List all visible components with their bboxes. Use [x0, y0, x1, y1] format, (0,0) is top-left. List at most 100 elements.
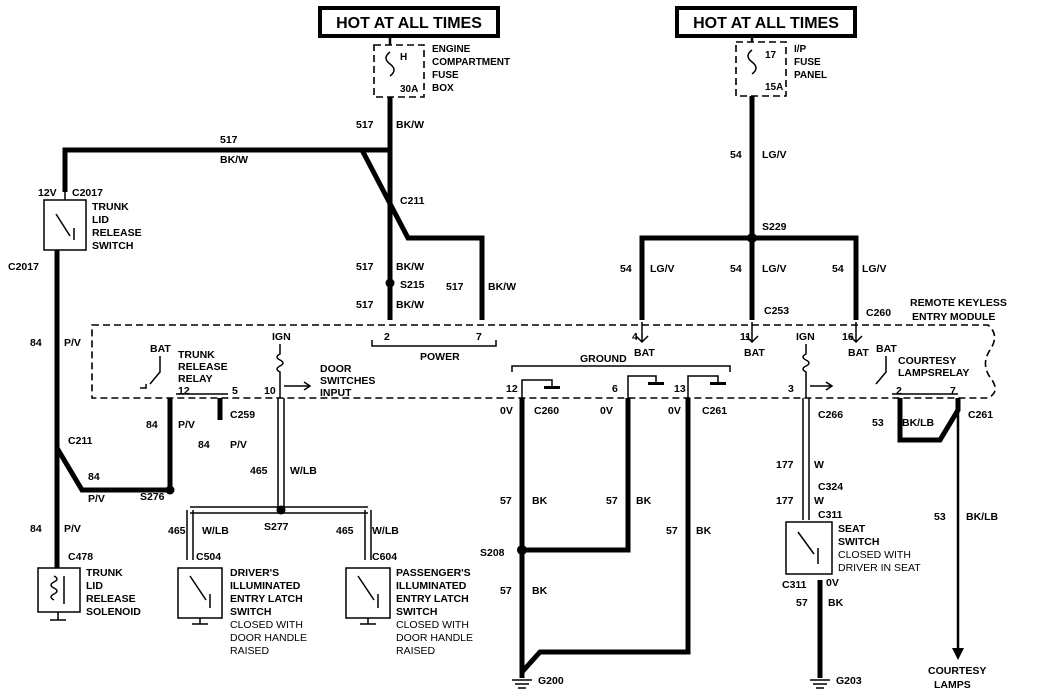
driver-latch-switch: C504 DRIVER'S ILLUMINATED ENTRY LATCH SW…	[177, 551, 307, 657]
svg-text:57: 57	[606, 495, 618, 507]
svg-text:HOT AT ALL TIMES: HOT AT ALL TIMES	[336, 15, 482, 32]
svg-text:ILLUMINATED: ILLUMINATED	[230, 580, 301, 592]
svg-text:517: 517	[220, 134, 238, 146]
svg-text:I/P: I/P	[794, 44, 807, 55]
svg-text:RAISED: RAISED	[230, 645, 270, 657]
svg-text:SWITCH: SWITCH	[396, 606, 437, 618]
svg-text:3: 3	[788, 383, 794, 395]
svg-text:17: 17	[765, 50, 777, 61]
svg-text:465: 465	[250, 465, 268, 477]
svg-text:W/LB: W/LB	[290, 465, 317, 477]
label-c259: C259	[230, 409, 255, 421]
svg-text:COURTESY: COURTESY	[898, 355, 956, 367]
svg-text:C311: C311	[782, 579, 807, 591]
svg-text:BK: BK	[532, 495, 548, 507]
svg-text:INPUT: INPUT	[320, 387, 352, 399]
svg-text:517: 517	[446, 281, 464, 293]
svg-text:CLOSED WITH: CLOSED WITH	[230, 619, 303, 631]
svg-text:0V: 0V	[500, 405, 513, 417]
label-s229: S229	[762, 221, 787, 233]
svg-text:G200: G200	[538, 675, 564, 687]
svg-text:LG/V: LG/V	[762, 263, 787, 275]
svg-text:BK: BK	[696, 525, 712, 537]
svg-text:0V: 0V	[600, 405, 613, 417]
wire-53-bklb: C261 53 BK/LB 53 BK/LB COURTESY LAMPS	[872, 398, 998, 691]
svg-text:13: 13	[674, 383, 686, 395]
svg-text:BAT: BAT	[848, 347, 869, 359]
svg-text:TRUNK: TRUNK	[178, 349, 215, 361]
svg-text:G203: G203	[836, 675, 862, 687]
svg-text:10: 10	[264, 385, 276, 397]
svg-text:LG/V: LG/V	[762, 149, 787, 161]
svg-text:SOLENOID: SOLENOID	[86, 606, 141, 618]
svg-text:ILLUMINATED: ILLUMINATED	[396, 580, 467, 592]
engine-fuse-box: H 30A ENGINE COMPARTMENT FUSE BOX	[373, 36, 510, 98]
svg-text:C260: C260	[534, 405, 559, 417]
wire-57-bk: 0V C260 0V 0V C261 57 BK 57 BK 57 BK 57 …	[500, 398, 727, 678]
svg-text:C478: C478	[68, 551, 93, 563]
svg-text:SWITCH: SWITCH	[838, 536, 879, 548]
svg-text:84: 84	[88, 471, 100, 483]
svg-text:C324: C324	[818, 481, 843, 493]
svg-text:BK: BK	[828, 597, 844, 609]
svg-text:517: 517	[356, 119, 374, 131]
svg-text:LAMPSRELAY: LAMPSRELAY	[898, 367, 969, 379]
svg-text:54: 54	[730, 149, 742, 161]
svg-text:4: 4	[632, 331, 638, 343]
svg-text:BAT: BAT	[876, 343, 897, 355]
svg-text:15A: 15A	[765, 82, 783, 93]
svg-text:LAMPS: LAMPS	[934, 679, 971, 691]
svg-text:BK/W: BK/W	[220, 154, 248, 166]
svg-text:P/V: P/V	[64, 337, 81, 349]
wire-54-lgv: 54 LG/V 54 LG/V 54 LG/V 54 LG/V	[620, 96, 887, 320]
svg-text:DRIVER'S: DRIVER'S	[230, 567, 279, 579]
svg-text:LID: LID	[92, 214, 109, 226]
svg-text:P/V: P/V	[88, 493, 105, 505]
label-s208: S208	[480, 547, 505, 559]
svg-text:SWITCHES: SWITCHES	[320, 375, 375, 387]
svg-text:54: 54	[620, 263, 632, 275]
label-c211: C211	[400, 195, 425, 207]
svg-text:RELEASE: RELEASE	[178, 361, 228, 373]
svg-text:BK/W: BK/W	[396, 299, 424, 311]
label-s215: S215	[400, 279, 425, 291]
svg-text:P/V: P/V	[230, 439, 247, 451]
svg-text:C2017: C2017	[72, 187, 103, 199]
svg-text:REMOTE KEYLESS: REMOTE KEYLESS	[910, 297, 1007, 309]
svg-text:57: 57	[796, 597, 808, 609]
svg-text:517: 517	[356, 261, 374, 273]
svg-text:465: 465	[168, 525, 186, 537]
svg-text:COURTESY: COURTESY	[928, 665, 986, 677]
svg-text:7: 7	[476, 331, 482, 343]
svg-text:FUSE: FUSE	[794, 57, 821, 68]
svg-text:53: 53	[872, 417, 884, 429]
svg-text:C604: C604	[372, 551, 397, 563]
wire-177-w: C266 177 W C324 177 W C311	[776, 398, 843, 521]
svg-text:C504: C504	[196, 551, 221, 563]
svg-text:54: 54	[832, 263, 844, 275]
svg-text:DOOR HANDLE: DOOR HANDLE	[396, 632, 473, 644]
svg-text:30A: 30A	[400, 84, 418, 95]
wire-84-pv: 84 P/V C211 84 P/V 84 P/V 84 P/V 84 P/V	[30, 250, 247, 568]
svg-text:LG/V: LG/V	[862, 263, 887, 275]
svg-text:RELAY: RELAY	[178, 373, 213, 385]
svg-text:C261: C261	[968, 409, 993, 421]
svg-text:54: 54	[730, 263, 742, 275]
svg-text:2: 2	[896, 385, 902, 397]
svg-text:12: 12	[178, 385, 190, 397]
svg-text:HOT AT ALL TIMES: HOT AT ALL TIMES	[693, 15, 839, 32]
svg-text:5: 5	[232, 385, 238, 397]
svg-text:177: 177	[776, 495, 794, 507]
remote-keyless-entry-module: REMOTE KEYLESS ENTRY MODULE POWER GROUND…	[91, 297, 1007, 399]
svg-text:ENTRY LATCH: ENTRY LATCH	[396, 593, 469, 605]
svg-text:W/LB: W/LB	[372, 525, 399, 537]
svg-text:57: 57	[666, 525, 678, 537]
hot-at-all-times-left: HOT AT ALL TIMES	[318, 6, 500, 38]
ground-g200: G200	[512, 675, 564, 689]
svg-text:RAISED: RAISED	[396, 645, 436, 657]
svg-text:0V: 0V	[826, 577, 839, 589]
svg-text:P/V: P/V	[64, 523, 81, 535]
svg-text:BK/LB: BK/LB	[902, 417, 934, 429]
svg-text:ENTRY LATCH: ENTRY LATCH	[230, 593, 303, 605]
